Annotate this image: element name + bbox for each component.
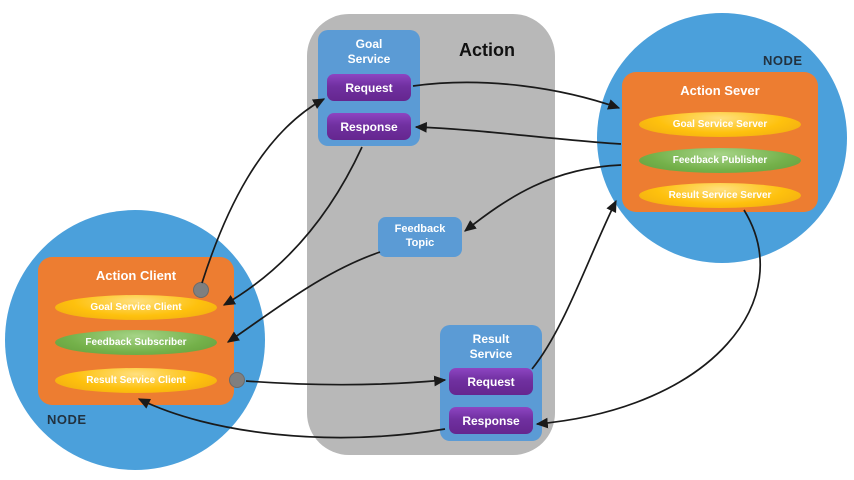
server-node-label: NODE (763, 53, 803, 68)
goal-response-box: Response (327, 113, 411, 140)
result-service-title: Result Service (440, 332, 542, 362)
result-service-title-line2: Service (469, 347, 513, 361)
result-service-server-ellipse: Result Service Server (639, 183, 801, 208)
goal-service-title: Goal Service (318, 37, 420, 67)
goal-service-box: Goal Service Request Response (318, 30, 420, 146)
connection-dot-result (229, 372, 245, 388)
goal-service-server-ellipse: Goal Service Server (639, 112, 801, 137)
feedback-topic-box: Feedback Topic (378, 217, 462, 257)
action-client-title: Action Client (95, 268, 177, 283)
result-service-client-ellipse: Result Service Client (55, 368, 217, 393)
action-client-box: Action Client Goal Service Client Feedba… (38, 257, 234, 405)
goal-request-box: Request (327, 74, 411, 101)
feedback-topic-title-line1: Feedback (394, 223, 446, 235)
action-container-title: Action (459, 40, 515, 60)
goal-service-title-line2: Service (347, 52, 391, 66)
goal-service-client-ellipse: Goal Service Client (55, 295, 217, 320)
goal-service-title-line1: Goal (355, 37, 383, 51)
action-server-box: Action Sever Goal Service Server Feedbac… (622, 72, 818, 212)
feedback-topic-title-line2: Topic (405, 237, 435, 249)
result-request-box: Request (449, 368, 533, 395)
action-server-title: Action Sever (680, 83, 760, 98)
result-service-title-line1: Result (472, 332, 510, 346)
feedback-subscriber-ellipse: Feedback Subscriber (55, 330, 217, 355)
client-node-label: NODE (47, 412, 87, 427)
result-service-box: Result Service Request Response (440, 325, 542, 441)
connection-dot-goal (193, 282, 209, 298)
result-response-box: Response (449, 407, 533, 434)
feedback-publisher-ellipse: Feedback Publisher (639, 148, 801, 173)
feedback-topic-title: Feedback Topic (378, 222, 462, 250)
